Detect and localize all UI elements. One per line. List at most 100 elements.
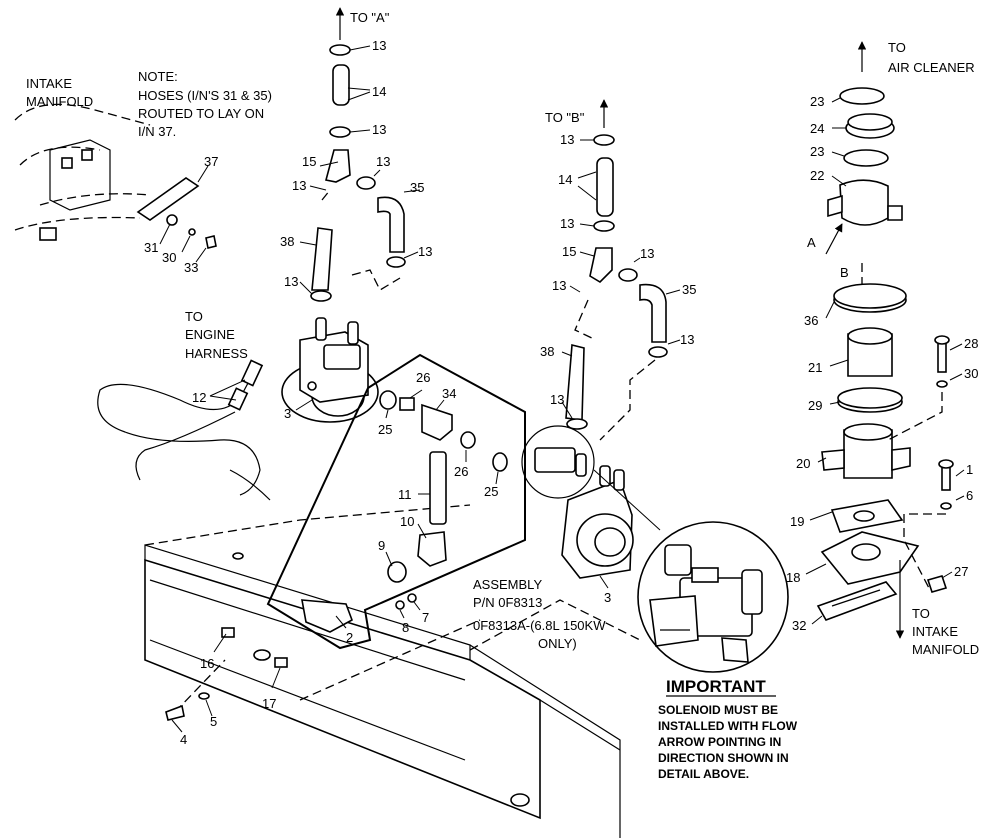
callout-13: 13	[552, 278, 566, 293]
intake-manifold-sketch	[14, 103, 217, 249]
callout-25: 25	[484, 484, 498, 499]
note-line-3: I/N 37.	[138, 124, 176, 139]
callout-6: 6	[966, 488, 973, 503]
callout-38: 38	[540, 344, 554, 359]
important-line-1: SOLENOID MUST BE	[658, 703, 778, 717]
label-to-engine-2: ENGINE	[185, 327, 235, 342]
label-to-engine-3: HARNESS	[185, 346, 248, 361]
callout-26: 26	[454, 464, 468, 479]
callout-7: 7	[422, 610, 429, 625]
label-intake-manifold-2: MANIFOLD	[26, 94, 93, 109]
label-intake-manifold-1: INTAKE	[26, 76, 72, 91]
callout-30: 30	[162, 250, 176, 265]
callout-27: 27	[954, 564, 968, 579]
callout-15: 15	[562, 244, 576, 259]
callout-13: 13	[418, 244, 432, 259]
callout-5: 5	[210, 714, 217, 729]
callout-25: 25	[378, 422, 392, 437]
callout-4: 4	[180, 732, 187, 747]
callout-13: 13	[560, 216, 574, 231]
callout-3: 3	[604, 590, 611, 605]
callout-26: 26	[416, 370, 430, 385]
callout-28: 28	[964, 336, 978, 351]
center-hose-assembly	[565, 99, 668, 441]
callout-15: 15	[302, 154, 316, 169]
callout-33: 33	[184, 260, 198, 275]
label-to-intake-1: TO	[912, 606, 930, 621]
label-to-air-cleaner-2: AIR CLEANER	[888, 60, 975, 75]
callout-24: 24	[810, 121, 824, 136]
callout-13: 13	[284, 274, 298, 289]
callout-30: 30	[964, 366, 978, 381]
callout-10: 10	[400, 514, 414, 529]
note-line-1: HOSES (I/N'S 31 & 35)	[138, 88, 272, 103]
label-to-intake-2: INTAKE	[912, 624, 958, 639]
callout-13: 13	[560, 132, 574, 147]
callout-13: 13	[372, 122, 386, 137]
frame-rail	[144, 504, 641, 838]
callout-19: 19	[790, 514, 804, 529]
callout-37: 37	[204, 154, 218, 169]
callout-35: 35	[682, 282, 696, 297]
left-hose-assembly	[310, 7, 406, 302]
label-assembly-4: ONLY)	[538, 636, 577, 651]
callout-20: 20	[796, 456, 810, 471]
solenoid-detail	[637, 521, 789, 673]
left-regulator	[281, 317, 379, 423]
part-callouts: 13 14 13 15 13 13 35 38 13 13 3 37 31 30…	[144, 38, 978, 747]
label-flow-a: A	[807, 235, 816, 250]
callout-1: 1	[966, 462, 973, 477]
callout-18: 18	[786, 570, 800, 585]
callout-36: 36	[804, 313, 818, 328]
callout-29: 29	[808, 398, 822, 413]
callout-11: 11	[398, 487, 412, 502]
callout-21: 21	[808, 360, 822, 375]
callout-35: 35	[410, 180, 424, 195]
callout-23: 23	[810, 144, 824, 159]
center-regulator	[521, 425, 661, 579]
label-to-engine-1: TO	[185, 309, 203, 324]
air-intake-stack	[816, 41, 954, 639]
callout-22: 22	[810, 168, 824, 183]
label-assembly-1: ASSEMBLY	[473, 577, 542, 592]
label-assembly-3: 0F8313A-(6.8L 150KW	[473, 618, 606, 633]
label-to-air-cleaner-1: TO	[888, 40, 906, 55]
callout-13: 13	[680, 332, 694, 347]
engine-harness	[97, 359, 271, 501]
callout-9: 9	[378, 538, 385, 553]
callout-13: 13	[550, 392, 564, 407]
note-line-2: ROUTED TO LAY ON	[138, 106, 264, 121]
callout-16: 16	[200, 656, 214, 671]
callout-31: 31	[144, 240, 158, 255]
callout-34: 34	[442, 386, 456, 401]
callout-13: 13	[372, 38, 386, 53]
callout-12: 12	[192, 390, 206, 405]
important-note: IMPORTANT SOLENOID MUST BE INSTALLED WIT…	[658, 677, 798, 781]
callout-14: 14	[558, 172, 572, 187]
callout-2: 2	[346, 630, 353, 645]
callout-13: 13	[640, 246, 654, 261]
label-to-b: TO "B"	[545, 110, 585, 125]
label-assembly-2: P/N 0F8313	[473, 595, 542, 610]
label-flow-b: B	[840, 265, 849, 280]
callout-14: 14	[372, 84, 386, 99]
callout-13: 13	[376, 154, 390, 169]
important-title: IMPORTANT	[666, 677, 766, 696]
callout-32: 32	[792, 618, 806, 633]
important-line-3: ARROW POINTING IN	[658, 735, 781, 749]
callout-8: 8	[402, 620, 409, 635]
callout-3: 3	[284, 406, 291, 421]
callout-labels: TO "A" TO "B" TO AIR CLEANER INTAKE MANI…	[26, 10, 979, 657]
label-to-intake-3: MANIFOLD	[912, 642, 979, 657]
callout-38: 38	[280, 234, 294, 249]
important-line-5: DETAIL ABOVE.	[658, 767, 749, 781]
callout-23: 23	[810, 94, 824, 109]
important-line-4: DIRECTION SHOWN IN	[658, 751, 789, 765]
note-title: NOTE:	[138, 69, 178, 84]
label-to-a: TO "A"	[350, 10, 390, 25]
important-line-2: INSTALLED WITH FLOW	[658, 719, 798, 733]
assembly-box	[266, 353, 526, 650]
callout-17: 17	[262, 696, 276, 711]
callout-13: 13	[292, 178, 306, 193]
